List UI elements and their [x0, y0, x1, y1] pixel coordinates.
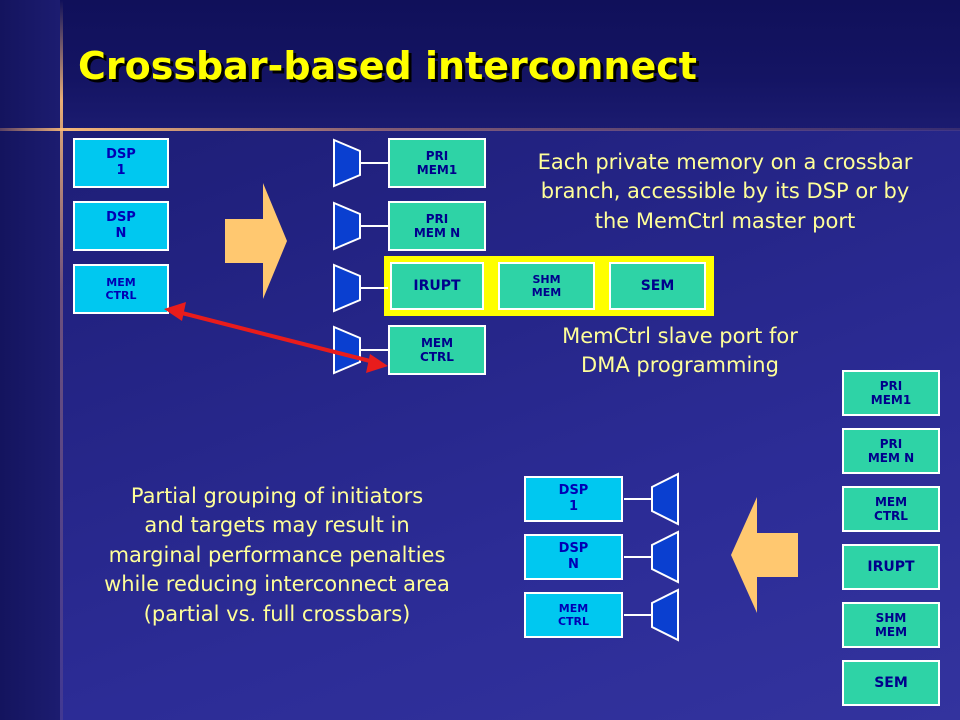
- bottom-mux-3: [624, 588, 679, 642]
- bottom-target-pri-mem1: PRI MEM1: [842, 370, 940, 416]
- bottom-mux-column: [624, 472, 679, 642]
- bottom-target-pri-mem-n: PRI MEM N: [842, 428, 940, 474]
- top-mux-column: [333, 138, 388, 375]
- flow-arrow-right: [225, 183, 287, 299]
- flow-arrow-left-shape: [731, 497, 798, 613]
- note-private-memory: Each private memory on a crossbar branch…: [537, 150, 913, 233]
- slide-title: Crossbar-based interconnect: [78, 44, 697, 88]
- top-target-mem-ctrl: MEM CTRL: [388, 325, 486, 375]
- header-band: [0, 0, 960, 130]
- flow-arrow-left: [731, 497, 798, 613]
- bottom-mux-2: [624, 530, 679, 584]
- bottom-target-sem: SEM: [842, 660, 940, 706]
- top-target-pri-mem-n: PRI MEM N: [388, 201, 486, 251]
- top-initiator-dsp-1: DSP 1: [73, 138, 169, 188]
- grouped-target-sem: SEM: [609, 262, 706, 310]
- bottom-initiator-mem-ctrl: MEM CTRL: [524, 592, 623, 638]
- bottom-mux-1: [624, 472, 679, 526]
- top-target-pri-mem1: PRI MEM1: [388, 138, 486, 188]
- memctrl-link-line: [177, 310, 375, 364]
- memctrl-link-head-right: [366, 354, 388, 373]
- top-mux-3: [333, 263, 388, 313]
- top-initiator-mem-ctrl: MEM CTRL: [73, 264, 169, 314]
- bottom-target-mem-ctrl: MEM CTRL: [842, 486, 940, 532]
- vertical-accent-line: [60, 0, 63, 720]
- bottom-initiator-dsp-1: DSP 1: [524, 476, 623, 522]
- note-partial-grouping: Partial grouping of initiators and targe…: [104, 484, 450, 626]
- top-mux-4: [333, 325, 388, 375]
- horizontal-accent-line: [0, 128, 960, 131]
- top-mux-1: [333, 138, 388, 188]
- top-mux-2: [333, 201, 388, 251]
- grouped-target-irupt: IRUPT: [390, 262, 484, 310]
- bottom-initiator-dsp-n: DSP N: [524, 534, 623, 580]
- memctrl-link-head-left: [164, 302, 186, 321]
- bottom-target-shm-mem: SHM MEM: [842, 602, 940, 648]
- left-margin-band: [0, 0, 60, 720]
- note-memctrl-slave: MemCtrl slave port for DMA programming: [562, 324, 798, 378]
- grouped-target-shm-mem: SHM MEM: [498, 262, 595, 310]
- top-initiator-dsp-n: DSP N: [73, 201, 169, 251]
- bottom-target-irupt: IRUPT: [842, 544, 940, 590]
- flow-arrow-right-shape: [225, 183, 287, 299]
